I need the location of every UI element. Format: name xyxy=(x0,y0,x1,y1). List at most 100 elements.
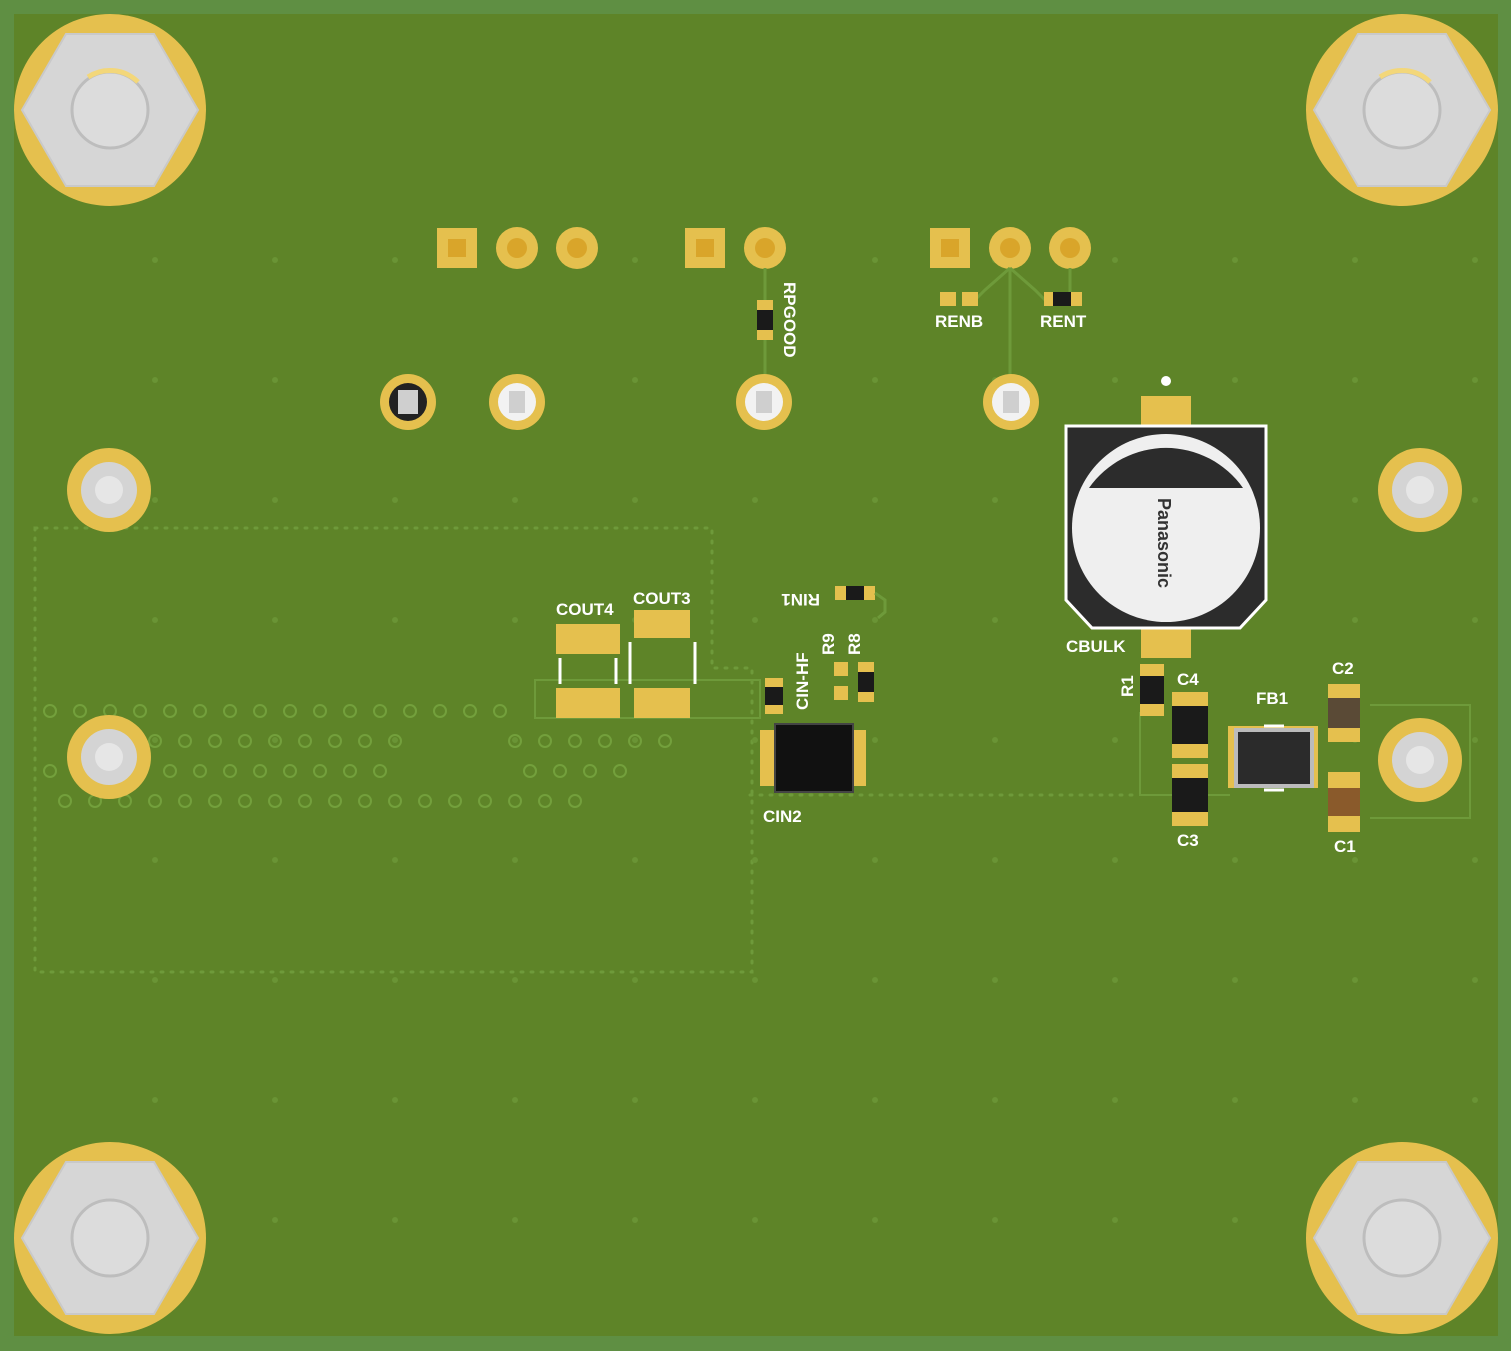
via xyxy=(583,764,597,778)
stitch-via xyxy=(752,857,758,863)
label-rpgood: RPGOOD xyxy=(780,282,799,358)
stitch-via xyxy=(872,497,878,503)
stitch-via xyxy=(272,617,278,623)
label-rin1: RIN1 xyxy=(781,590,820,609)
stitch-via xyxy=(1472,737,1478,743)
via xyxy=(148,734,162,748)
via xyxy=(358,734,372,748)
stitch-via xyxy=(272,857,278,863)
stitch-via xyxy=(1112,977,1118,983)
test-point-left-upper xyxy=(67,448,151,532)
stitch-via xyxy=(752,497,758,503)
stitch-via xyxy=(992,737,998,743)
stitch-via xyxy=(272,737,278,743)
via xyxy=(163,764,177,778)
via xyxy=(568,794,582,808)
stitch-via xyxy=(992,1217,998,1223)
label-cin2: CIN2 xyxy=(763,807,802,826)
label-cin-hf: CIN-HF xyxy=(793,652,812,710)
mounting-hole-bottom-right xyxy=(1306,1142,1498,1334)
via xyxy=(628,734,642,748)
via xyxy=(373,704,387,718)
via xyxy=(178,794,192,808)
stitch-via xyxy=(512,1217,518,1223)
label-rent: RENT xyxy=(1040,312,1087,331)
resistor-rpgood xyxy=(757,300,773,340)
stitch-via xyxy=(992,1097,998,1103)
label-cout4: COUT4 xyxy=(556,600,614,619)
capacitor-c2 xyxy=(1328,684,1360,742)
capacitor-cout4 xyxy=(556,624,620,718)
stitch-via xyxy=(1352,377,1358,383)
stitch-via xyxy=(872,977,878,983)
via xyxy=(388,734,402,748)
stitch-via xyxy=(1112,1217,1118,1223)
test-point-right-lower xyxy=(1378,718,1462,802)
resistor-renb xyxy=(940,292,978,306)
stitch-via xyxy=(152,257,158,263)
stitch-via xyxy=(1472,497,1478,503)
via xyxy=(508,734,522,748)
stitch-via xyxy=(272,1217,278,1223)
test-point-left-lower xyxy=(67,715,151,799)
stitch-via xyxy=(872,857,878,863)
stitch-via xyxy=(752,1217,758,1223)
capacitor-cout3 xyxy=(628,610,697,718)
via xyxy=(448,794,462,808)
via xyxy=(208,734,222,748)
label-r1: R1 xyxy=(1118,675,1137,697)
stitch-via xyxy=(992,977,998,983)
stitch-via xyxy=(752,977,758,983)
stitch-via xyxy=(272,977,278,983)
stitch-via xyxy=(272,377,278,383)
resistor-r1 xyxy=(1140,664,1164,716)
stitch-via xyxy=(1352,857,1358,863)
capacitor-cbulk: Panasonic xyxy=(1064,376,1268,658)
stitch-via xyxy=(1472,377,1478,383)
stitch-via xyxy=(872,1097,878,1103)
via xyxy=(328,734,342,748)
via xyxy=(313,704,327,718)
via xyxy=(268,794,282,808)
resistor-r8 xyxy=(858,662,874,702)
via xyxy=(388,794,402,808)
stitch-via xyxy=(512,857,518,863)
stitch-via xyxy=(1352,617,1358,623)
stitch-via xyxy=(632,1217,638,1223)
via xyxy=(493,704,507,718)
via xyxy=(193,764,207,778)
label-c2: C2 xyxy=(1332,659,1354,678)
stitch-via xyxy=(1352,497,1358,503)
stitch-via xyxy=(152,1097,158,1103)
mounting-hole-top-right xyxy=(1306,14,1498,206)
via xyxy=(403,704,417,718)
via xyxy=(73,704,87,718)
mounting-hole-bottom-left xyxy=(14,1142,206,1334)
stitch-via xyxy=(392,737,398,743)
label-cout3: COUT3 xyxy=(633,589,691,608)
label-fb1: FB1 xyxy=(1256,689,1288,708)
capacitor-cin2 xyxy=(760,723,866,793)
stitch-via xyxy=(1112,737,1118,743)
stitch-via xyxy=(152,737,158,743)
via xyxy=(418,794,432,808)
via xyxy=(268,734,282,748)
via xyxy=(253,704,267,718)
via xyxy=(43,764,57,778)
stitch-via xyxy=(392,1097,398,1103)
stitch-via xyxy=(392,1217,398,1223)
label-r8: R8 xyxy=(845,633,864,655)
stitch-via xyxy=(1112,857,1118,863)
via xyxy=(433,704,447,718)
stitch-via xyxy=(152,617,158,623)
stitch-via xyxy=(1232,977,1238,983)
via xyxy=(283,764,297,778)
stitch-via xyxy=(1352,257,1358,263)
stitch-via xyxy=(1472,857,1478,863)
via xyxy=(598,734,612,748)
via xyxy=(178,734,192,748)
stitch-via xyxy=(632,857,638,863)
via xyxy=(223,764,237,778)
stitch-via xyxy=(632,977,638,983)
